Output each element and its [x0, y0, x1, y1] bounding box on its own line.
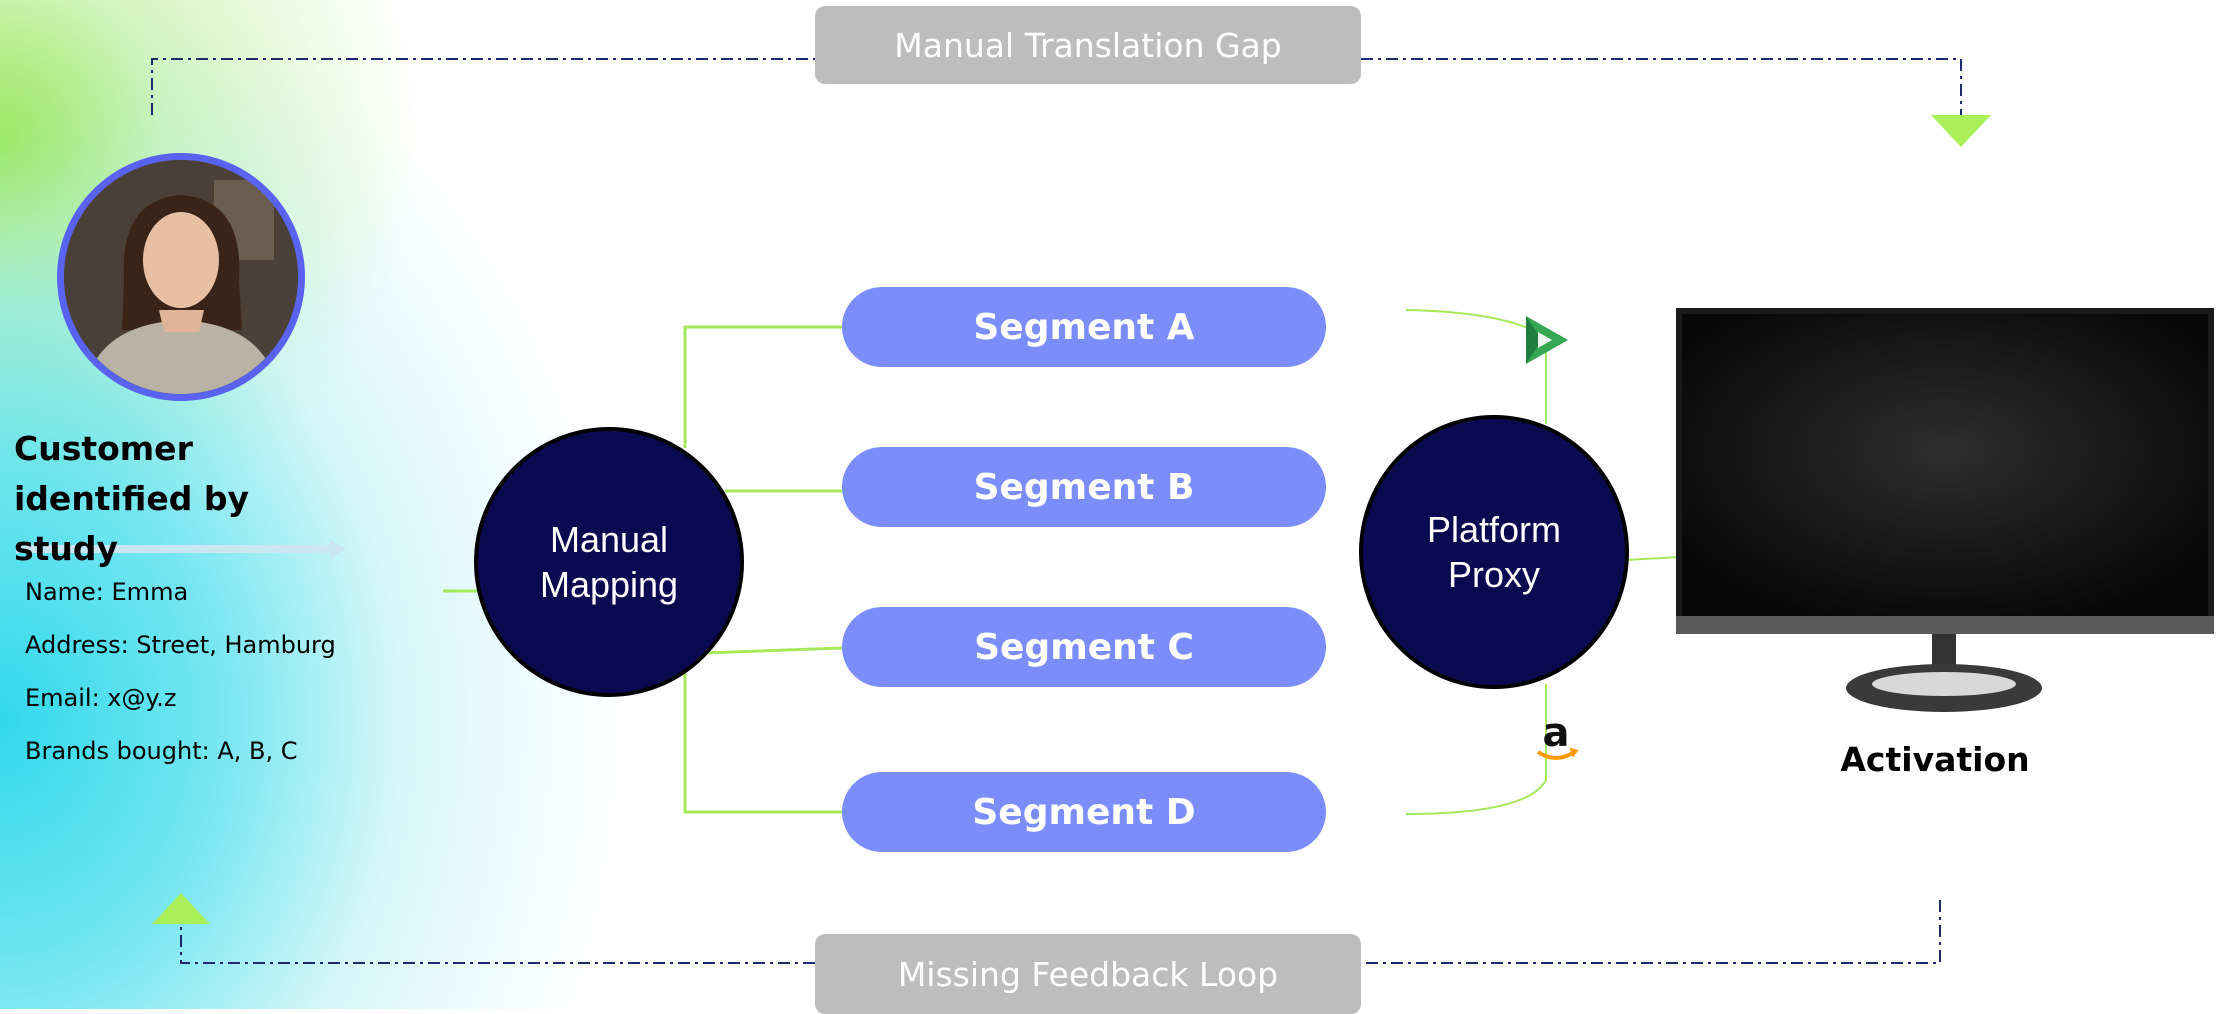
person-photo	[64, 160, 298, 394]
monitor-icon	[1676, 308, 2214, 712]
segment-a-label: Segment A	[973, 306, 1195, 348]
platform-proxy-line1: Platform	[1426, 509, 1562, 550]
segment-d-label: Segment D	[972, 791, 1196, 833]
segment-d: Segment D	[842, 772, 1326, 852]
customer-avatar	[57, 153, 305, 401]
manual-mapping-line1: Manual	[549, 519, 669, 560]
top-loop-line	[151, 58, 1962, 115]
segment-c-label: Segment C	[974, 626, 1194, 668]
bottom-loop-arrowhead	[152, 893, 210, 924]
manual-translation-gap-label: Manual Translation Gap	[894, 25, 1282, 65]
segment-b-label: Segment B	[973, 466, 1195, 508]
manual-translation-gap-bar: Manual Translation Gap	[815, 6, 1361, 84]
top-loop-arrowhead	[1931, 115, 1991, 147]
customer-address: Address: Street, Hamburg	[25, 631, 336, 659]
segment-c: Segment C	[842, 607, 1326, 687]
activation-label: Activation	[1840, 740, 2030, 779]
missing-feedback-loop-bar: Missing Feedback Loop	[815, 934, 1361, 1014]
segment-a: Segment A	[842, 287, 1326, 367]
customer-email: Email: x@y.z	[25, 684, 177, 712]
platform-proxy-line2: Proxy	[1447, 554, 1540, 595]
customer-title: Customer identified by study	[14, 429, 249, 568]
segment-b: Segment B	[842, 447, 1326, 527]
amazon-icon: a	[1536, 712, 1579, 760]
manual-mapping-node: Manual Mapping	[474, 427, 744, 697]
customer-name: Name: Emma	[25, 578, 189, 606]
svg-text:a: a	[1543, 712, 1570, 756]
platform-proxy-node: Platform Proxy	[1359, 415, 1629, 689]
customer-brands: Brands bought: A, B, C	[25, 737, 298, 765]
google-play-icon	[1526, 316, 1568, 364]
missing-feedback-loop-label: Missing Feedback Loop	[897, 954, 1279, 994]
manual-mapping-line2: Mapping	[539, 564, 679, 605]
bottom-loop-line	[180, 900, 1941, 964]
